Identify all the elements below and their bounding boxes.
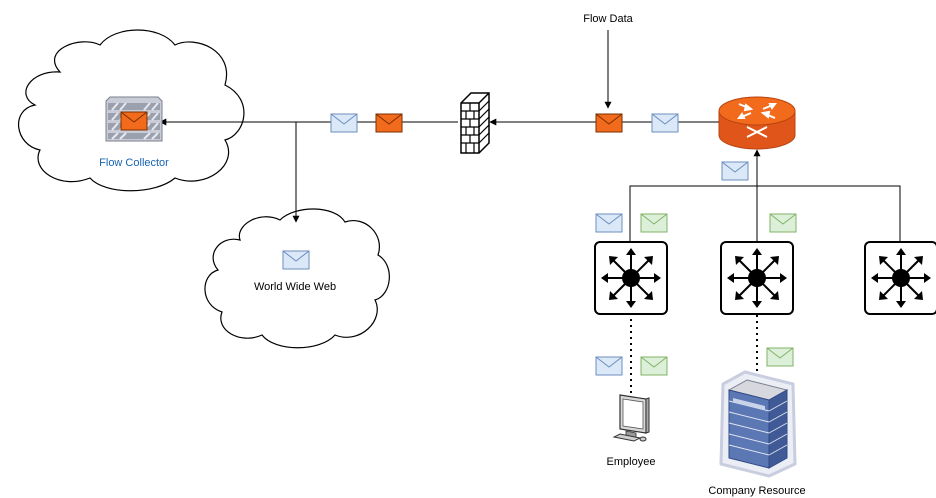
envelope-icon	[766, 347, 794, 367]
workstation-icon	[612, 394, 650, 442]
flow-collector-server-icon	[105, 96, 163, 142]
envelope-icon	[651, 113, 679, 133]
switch-employee-icon	[594, 241, 668, 315]
envelope-icon	[640, 213, 668, 233]
envelope-icon	[595, 356, 623, 376]
envelope-icon	[640, 356, 668, 376]
envelope-icon	[330, 113, 358, 133]
flow-data-label: Flow Data	[583, 13, 633, 25]
envelope-icon	[595, 113, 623, 133]
switch-third-icon	[864, 241, 936, 315]
switch-bus-line	[629, 185, 901, 242]
switch-resource-icon	[720, 241, 794, 315]
www-cloud	[204, 208, 390, 349]
envelope-icon	[721, 161, 749, 181]
firewall-icon	[460, 92, 490, 154]
envelope-icon	[769, 213, 797, 233]
envelope-icon	[375, 113, 403, 133]
company-resource-label: Company Resource	[708, 485, 805, 497]
flow-collector-label: Flow Collector	[99, 157, 169, 169]
router-icon	[718, 96, 796, 150]
employee-label: Employee	[607, 456, 656, 468]
envelope-icon	[282, 250, 310, 270]
world-wide-web-label: World Wide Web	[254, 281, 336, 293]
server-rack-icon	[719, 370, 797, 478]
envelope-icon	[595, 213, 623, 233]
